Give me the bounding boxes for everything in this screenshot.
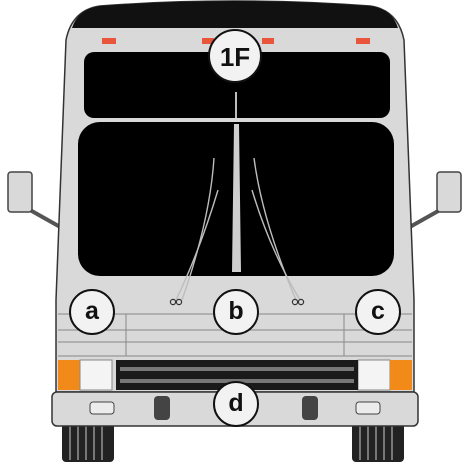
roof-band xyxy=(72,1,398,28)
bumper-light-left xyxy=(90,402,114,414)
callout-1f: 1F xyxy=(209,30,261,82)
turn-signal-right xyxy=(390,360,412,390)
callout-d: d xyxy=(214,382,258,426)
callout-b-label: b xyxy=(228,297,243,325)
tow-hook-left xyxy=(154,396,170,420)
tow-hook-right xyxy=(302,396,318,420)
headlight-left xyxy=(80,360,112,390)
callout-c-label: c xyxy=(371,297,385,325)
marker-light xyxy=(102,38,116,44)
bumper-light-right xyxy=(356,402,380,414)
headlight-right xyxy=(358,360,390,390)
callout-1f-label: 1F xyxy=(220,42,250,72)
marker-light xyxy=(356,38,370,44)
callout-c: c xyxy=(356,290,400,334)
callout-b: b xyxy=(214,290,258,334)
marker-light xyxy=(262,38,274,44)
left-mirror xyxy=(8,172,62,228)
turn-signal-left xyxy=(58,360,80,390)
right-mirror xyxy=(408,172,461,228)
callout-a-label: a xyxy=(85,297,100,325)
callout-a: a xyxy=(70,290,114,334)
callout-d-label: d xyxy=(228,389,243,417)
